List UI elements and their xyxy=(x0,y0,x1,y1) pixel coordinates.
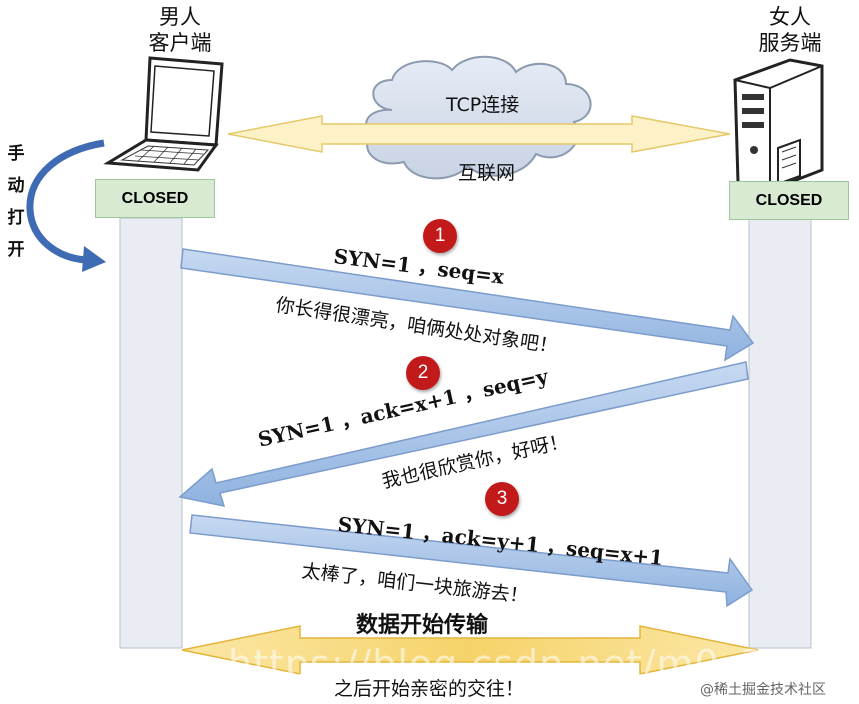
data-transfer-arrow xyxy=(181,625,759,675)
client-label-line2: 客户端 xyxy=(148,31,212,55)
tcp-connection-label: TCP连接 xyxy=(446,94,520,116)
client-state-badge: CLOSED xyxy=(95,179,215,218)
data-transfer-title: 数据开始传输 xyxy=(356,613,489,638)
server-icon xyxy=(733,58,824,192)
manual-open-curve-arrow xyxy=(26,139,106,272)
client-label-line1: 男人 xyxy=(159,5,201,29)
step-2-badge: 2 xyxy=(406,356,440,390)
step-1-badge: 1 xyxy=(423,219,457,253)
data-transfer-subtitle: 之后开始亲密的交往！ xyxy=(334,678,525,700)
step-3-arrow xyxy=(189,514,754,608)
manual-open-label: 手动打开 xyxy=(7,144,25,260)
step-1-arrow xyxy=(180,248,755,362)
server-label-line2: 服务端 xyxy=(758,31,822,55)
client-lifeline xyxy=(119,217,183,649)
server-state-badge: CLOSED xyxy=(729,181,849,220)
faded-url-watermark: https://blog.csdn.net/m0_38 xyxy=(228,642,791,686)
internet-cloud xyxy=(365,55,592,180)
site-watermark: @稀土掘金技术社区 xyxy=(700,682,826,698)
server-role-label: 女人 服务端 xyxy=(738,4,842,56)
internet-label: 互联网 xyxy=(458,162,516,184)
server-label-line1: 女人 xyxy=(769,5,811,29)
step-3-badge: 3 xyxy=(485,482,519,516)
client-role-label: 男人 客户端 xyxy=(128,4,232,56)
laptop-icon xyxy=(103,56,224,172)
tcp-connection-arrow xyxy=(227,115,731,153)
server-lifeline xyxy=(748,217,812,649)
step-2-arrow xyxy=(178,361,749,507)
